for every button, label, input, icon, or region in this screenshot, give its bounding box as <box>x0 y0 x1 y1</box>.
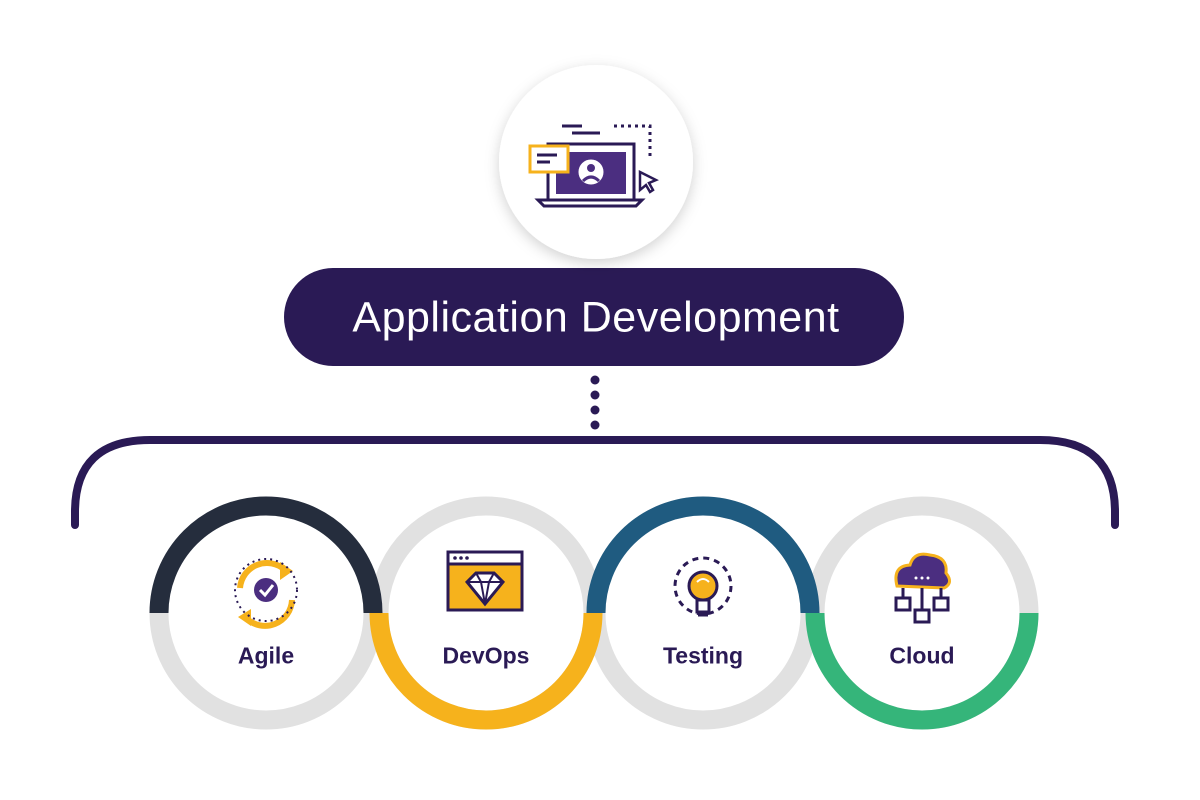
bracket-line <box>71 436 1119 529</box>
agile-cycle-icon <box>234 558 298 629</box>
node-label-agile: Agile <box>237 642 295 669</box>
devops-diamond-icon <box>446 550 524 612</box>
title-pill <box>284 268 904 366</box>
page-title: Application Development <box>352 293 840 342</box>
ring-agile-accent <box>149 496 383 614</box>
node-label-devops: DevOps <box>442 642 530 669</box>
connector-dots <box>590 375 600 430</box>
node-label-testing: Testing <box>662 642 744 669</box>
ring-cloud-accent <box>805 612 1039 730</box>
ring-devops-accent <box>369 612 603 730</box>
cloud-network-icon <box>894 552 951 624</box>
testing-bulb-gear-icon <box>673 556 733 617</box>
ring-testing-accent <box>586 496 820 614</box>
node-label-cloud: Cloud <box>889 642 955 669</box>
node-rings <box>149 496 1039 730</box>
laptop-developer-icon <box>528 124 659 208</box>
